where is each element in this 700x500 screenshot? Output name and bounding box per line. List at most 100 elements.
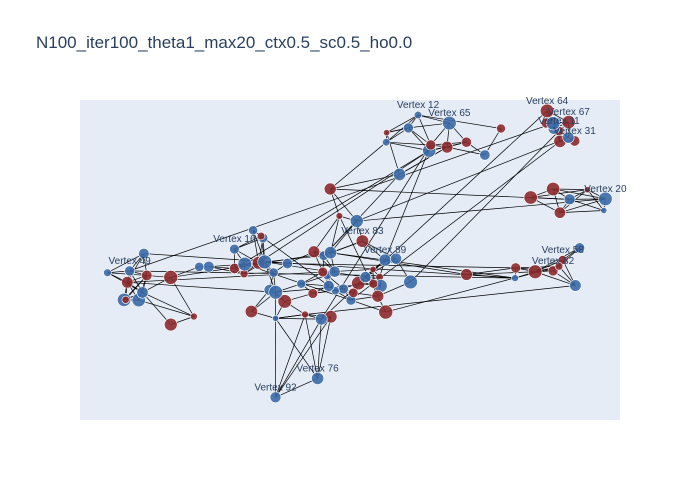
vertex-node[interactable] (237, 256, 253, 272)
vertex-node[interactable] (190, 312, 198, 321)
vertex-node[interactable] (257, 254, 273, 270)
vertex-node[interactable] (546, 181, 561, 196)
vertex-node[interactable] (553, 206, 566, 219)
vertex-node[interactable] (368, 278, 379, 289)
vertex-node-labeled[interactable] (124, 265, 136, 277)
vertex-node[interactable] (425, 139, 437, 151)
vertex-node[interactable] (268, 267, 279, 278)
vertex-node[interactable] (349, 214, 364, 228)
vertex-label: Vertex 31 (554, 126, 597, 137)
vertex-node[interactable] (383, 129, 391, 137)
vertex-node[interactable] (496, 123, 506, 134)
vertex-node[interactable] (403, 122, 414, 134)
graph-edge (317, 319, 322, 379)
graph-edge (350, 141, 561, 301)
graph-edge (410, 130, 560, 283)
graph-edge (275, 318, 318, 379)
vertex-label: Vertex 83 (341, 226, 384, 237)
node-layer (103, 103, 613, 404)
vertex-node[interactable] (378, 304, 394, 320)
vertex-node[interactable] (317, 266, 328, 278)
vertex-node[interactable] (322, 280, 335, 292)
vertex-node[interactable] (103, 268, 112, 277)
vertex-node-labeled[interactable] (413, 110, 423, 120)
vertex-node[interactable] (323, 182, 337, 196)
vertex-node[interactable] (141, 269, 153, 282)
vertex-node[interactable] (138, 247, 150, 260)
vertex-node-labeled[interactable] (355, 234, 370, 248)
vertex-node[interactable] (281, 258, 293, 270)
vertex-node[interactable] (510, 262, 521, 274)
vertex-label: Vertex 16 (213, 234, 256, 245)
vertex-node[interactable] (121, 295, 130, 304)
vertex-node-labeled[interactable] (269, 391, 282, 404)
vertex-label: Vertex 58 (542, 245, 585, 256)
graph-edge (559, 210, 604, 214)
graph-edge (142, 292, 172, 325)
vertex-node[interactable] (569, 279, 582, 292)
graph-edge (446, 146, 485, 156)
vertex-node-labeled[interactable] (598, 191, 613, 206)
vertex-node[interactable] (338, 283, 349, 295)
vertex-node[interactable] (359, 271, 372, 284)
vertex-node[interactable] (328, 265, 341, 278)
vertex-node[interactable] (460, 268, 473, 281)
vertex-node-labeled[interactable] (442, 115, 457, 131)
vertex-node[interactable] (268, 285, 283, 300)
vertex-node[interactable] (348, 287, 359, 298)
vertex-node[interactable] (479, 149, 491, 161)
graph-edge (535, 247, 580, 273)
vertex-node[interactable] (248, 225, 258, 236)
vertex-node[interactable] (554, 262, 564, 271)
vertex-node[interactable] (527, 264, 543, 279)
graph-edge (330, 141, 387, 190)
vertex-node[interactable] (574, 242, 586, 254)
vertex-node[interactable] (256, 231, 266, 241)
vertex-node[interactable] (194, 261, 205, 272)
vertex-node[interactable] (202, 260, 215, 273)
graph-edge (384, 144, 432, 261)
vertex-node[interactable] (272, 314, 280, 322)
vertex-node[interactable] (511, 274, 519, 282)
vertex-node[interactable] (382, 138, 391, 147)
graph-edge (385, 114, 419, 143)
graph-edge (317, 316, 332, 379)
vertex-node[interactable] (440, 140, 454, 154)
vertex-node[interactable] (563, 193, 576, 206)
vertex-node[interactable] (315, 312, 328, 326)
graph-edge (138, 299, 194, 317)
vertex-node[interactable] (301, 310, 309, 319)
vertex-node[interactable] (523, 190, 538, 205)
vertex-node[interactable] (403, 274, 418, 290)
vertex-node[interactable] (600, 207, 608, 214)
vertex-node[interactable] (136, 286, 149, 299)
vertex-node[interactable] (369, 265, 377, 273)
graph-edge (275, 314, 306, 398)
vertex-node[interactable] (164, 317, 178, 332)
vertex-node[interactable] (121, 276, 134, 289)
vertex-node-labeled[interactable] (229, 243, 240, 255)
vertex-node-labeled[interactable] (561, 115, 576, 129)
vertex-node[interactable] (371, 289, 385, 303)
vertex-node[interactable] (335, 212, 344, 220)
vertex-node[interactable] (390, 252, 402, 265)
vertex-label: Vertex 76 (296, 363, 339, 374)
vertex-node[interactable] (546, 116, 561, 131)
vertex-node[interactable] (163, 270, 179, 285)
vertex-node[interactable] (307, 288, 319, 299)
vertex-node[interactable] (562, 131, 575, 144)
graph-edge (129, 122, 554, 272)
vertex-node-labeled[interactable] (311, 371, 324, 385)
vertex-node[interactable] (461, 136, 472, 148)
vertex-label: Vertex 67 (548, 107, 591, 118)
vertex-node[interactable] (323, 246, 337, 260)
vertex-node[interactable] (244, 305, 258, 319)
vertex-node[interactable] (307, 245, 321, 258)
vertex-node[interactable] (393, 167, 407, 181)
vertex-node[interactable] (583, 186, 591, 194)
graph-edge (142, 292, 195, 317)
vertex-node[interactable] (296, 278, 307, 289)
graph-edge (305, 285, 576, 315)
graph-edge (587, 189, 605, 211)
vertex-node[interactable] (277, 294, 292, 309)
